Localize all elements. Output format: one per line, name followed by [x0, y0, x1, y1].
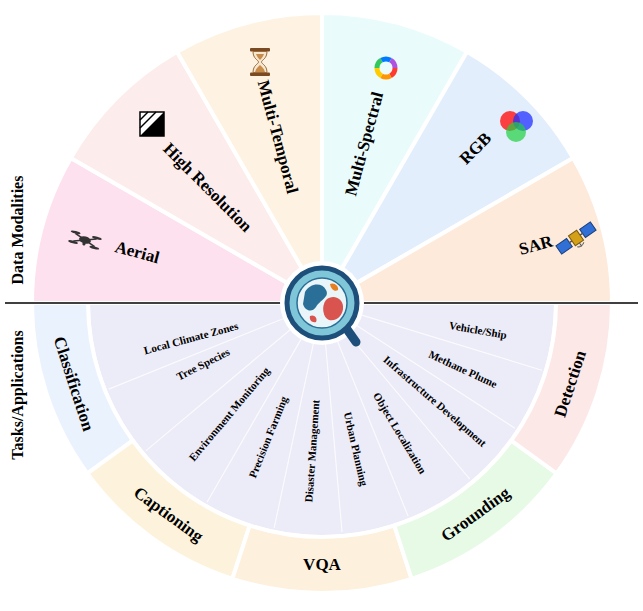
- application-label: Vehicle/Ship: [448, 319, 507, 341]
- sector-separator: [356, 325, 515, 428]
- section-heading: Tasks/Applications: [9, 330, 27, 459]
- drone-icon: [68, 230, 102, 250]
- resolution-icon: [140, 112, 164, 136]
- wedge-outline: [177, 13, 322, 270]
- wedge-outline: [232, 526, 411, 593]
- wedge-shape: [351, 154, 615, 306]
- application-label: Tree Species: [174, 345, 231, 382]
- sector-separator: [325, 343, 342, 532]
- modality-wedge: Multi-Temporal: [173, 10, 325, 274]
- task-segment: Captioning: [84, 437, 253, 582]
- application-label: Disaster Management: [302, 399, 321, 502]
- task-segment: Detection: [508, 300, 615, 477]
- wedge-outline: [32, 303, 133, 473]
- hourglass-icon: [250, 48, 270, 76]
- modality-wedge: SAR: [351, 154, 615, 306]
- application-label: Precision Farming: [246, 395, 290, 480]
- satellite-icon: [555, 221, 599, 258]
- application-label: Object Localization: [371, 390, 429, 476]
- wedge-outline: [511, 303, 612, 473]
- task-label: VQA: [303, 556, 341, 575]
- wedge-outline: [87, 441, 249, 579]
- application-label: Methane Plume: [427, 348, 499, 390]
- rgb-icon: [500, 111, 533, 142]
- task-segment: VQA: [229, 522, 415, 596]
- section-heading: Data Modalities: [9, 176, 27, 285]
- logo: [280, 261, 364, 345]
- application-label: Urban Planning: [341, 411, 370, 487]
- wedge-outline: [355, 158, 612, 303]
- wedge-shape: [173, 10, 325, 274]
- color-wheel-icon: [377, 59, 395, 77]
